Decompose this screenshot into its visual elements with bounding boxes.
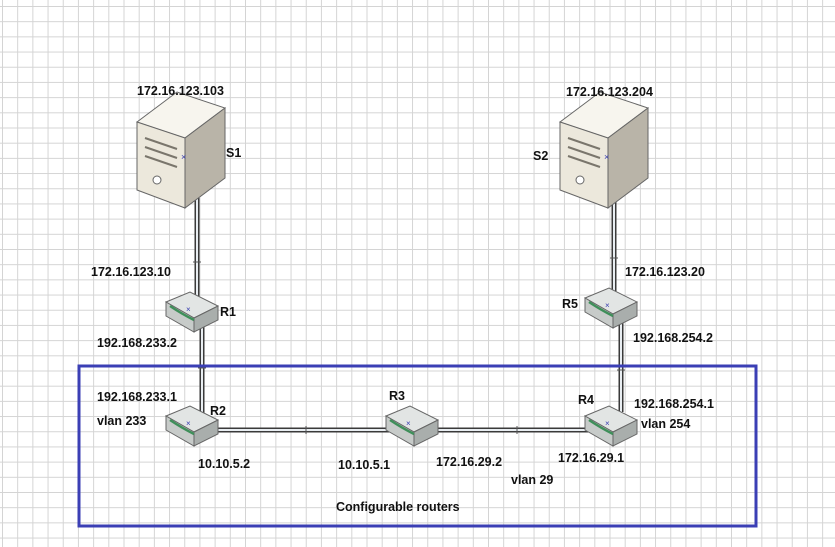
s1-name-label: S1: [226, 146, 241, 160]
r2-name-label: R2: [210, 404, 226, 418]
r1-downlink-ip: 192.168.233.2: [97, 336, 177, 350]
svg-text:×: ×: [406, 419, 411, 428]
s1-ip-label: 172.16.123.103: [137, 84, 224, 98]
r4-to-r3-ip: 172.16.29.1: [558, 451, 624, 465]
router-icon: ×: [583, 287, 639, 329]
server-s1[interactable]: ×: [135, 91, 227, 209]
server-s2[interactable]: ×: [558, 91, 650, 209]
router-r2[interactable]: ×: [164, 405, 220, 447]
router-icon: ×: [164, 405, 220, 447]
configurable-routers-region: [77, 364, 758, 528]
r2-to-r3-ip: 10.10.5.2: [198, 457, 250, 471]
r5-name-label: R5: [562, 297, 578, 311]
r1-name-label: R1: [220, 305, 236, 319]
svg-text:×: ×: [605, 419, 610, 428]
r2-uplink-ip: 192.168.233.1: [97, 390, 177, 404]
router-icon: ×: [384, 405, 440, 447]
router-icon: ×: [583, 405, 639, 447]
svg-text:×: ×: [186, 305, 191, 314]
r5-downlink-ip: 192.168.254.2: [633, 331, 713, 345]
vlan-29-label: vlan 29: [511, 473, 553, 487]
s2-name-label: S2: [533, 149, 548, 163]
router-r5[interactable]: ×: [583, 287, 639, 329]
r3-to-r2-ip: 10.10.5.1: [338, 458, 390, 472]
server-icon: ×: [558, 91, 650, 209]
s2-ip-label: 172.16.123.204: [566, 85, 653, 99]
r4-vlan-label: vlan 254: [641, 417, 690, 431]
r4-uplink-ip: 192.168.254.1: [634, 397, 714, 411]
region-label: Configurable routers: [336, 500, 460, 514]
r5-server-side-ip: 172.16.123.20: [625, 265, 705, 279]
r3-name-label: R3: [389, 389, 405, 403]
r1-server-side-ip: 172.16.123.10: [91, 265, 171, 279]
r3-to-r4-ip: 172.16.29.2: [436, 455, 502, 469]
svg-text:×: ×: [186, 419, 191, 428]
r4-name-label: R4: [578, 393, 594, 407]
r2-vlan-label: vlan 233: [97, 414, 146, 428]
router-r4[interactable]: ×: [583, 405, 639, 447]
router-icon: ×: [164, 291, 220, 333]
svg-text:×: ×: [604, 152, 609, 162]
router-r1[interactable]: ×: [164, 291, 220, 333]
link-ticks: [193, 257, 625, 434]
server-icon: ×: [135, 91, 227, 209]
svg-text:×: ×: [181, 152, 186, 162]
router-r3[interactable]: ×: [384, 405, 440, 447]
svg-text:×: ×: [605, 301, 610, 310]
